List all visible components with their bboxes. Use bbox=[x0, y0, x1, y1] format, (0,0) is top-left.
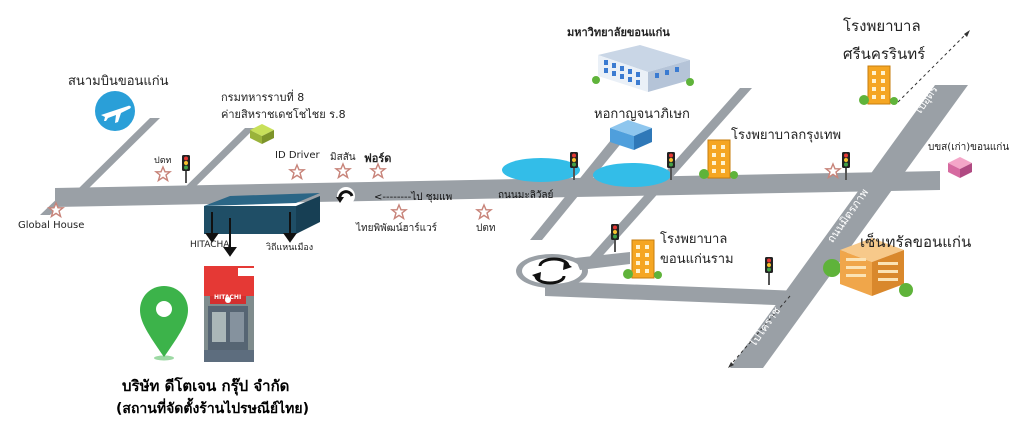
ford-label: ฟอร์ด bbox=[364, 152, 392, 165]
id-driver-label: ID Driver bbox=[275, 150, 320, 161]
map-pin-icon bbox=[140, 286, 188, 361]
star-icon bbox=[155, 166, 171, 182]
company-note: (สถานที่จัดตั้งร้านไปรษณีย์ไทย) bbox=[116, 401, 309, 417]
khonkaen-ram-label-line2: ขอนแก่นราม bbox=[660, 252, 734, 267]
star-icon bbox=[335, 163, 351, 179]
shop-sign-label: HITACHI bbox=[214, 294, 242, 301]
pond-left bbox=[502, 158, 580, 182]
pond-right bbox=[593, 163, 671, 187]
bus-terminal-icon bbox=[948, 157, 972, 178]
star-icon bbox=[289, 164, 305, 180]
bangkok-hospital-label: โรงพยาบาลกรุงเทพ bbox=[731, 128, 842, 143]
star-icon bbox=[391, 204, 407, 220]
srinagarind-label-line2: ศรีนครรินทร์ bbox=[843, 45, 926, 63]
mitsubishi-label: มิสสัน bbox=[330, 152, 356, 163]
ptt-label-2: ปตท bbox=[476, 223, 496, 234]
traffic-light-icon bbox=[765, 257, 773, 285]
shop-photo bbox=[204, 266, 254, 362]
central-mall-icon bbox=[823, 238, 913, 297]
university-label: มหาวิทยาลัยขอนแก่น bbox=[567, 26, 670, 39]
traffic-light-icon bbox=[611, 224, 619, 252]
bus-terminal-label: บขส(เก่า)ขอนแก่น bbox=[928, 142, 1010, 153]
university-building-icon bbox=[592, 45, 694, 92]
to-chum-phae-label: <--------ไป ชุมแพ bbox=[374, 192, 453, 203]
kanjanapisek-label: หอกาญจนาภิเษก bbox=[594, 107, 690, 122]
airplane-icon bbox=[95, 91, 135, 131]
company-building bbox=[204, 193, 320, 234]
military-label-line1: กรมทหารราบที่ 8 bbox=[221, 91, 305, 104]
srinagarind-hospital-icon bbox=[858, 65, 899, 106]
road-military bbox=[176, 128, 255, 196]
military-building-icon bbox=[250, 124, 274, 144]
vithi-laem-muang-label: วิถีแหนเมือง bbox=[266, 243, 314, 253]
malivan-road-label: ถนนมะลิวัลย์ bbox=[498, 190, 554, 201]
roundabout-icon bbox=[532, 257, 572, 285]
company-name: บริษัท ดีโตเจน กรุ๊ป จำกัด bbox=[122, 377, 290, 395]
ptt-label-1: ปตท bbox=[154, 156, 172, 166]
u-turn-icon bbox=[336, 187, 355, 205]
global-house-label: Global House bbox=[18, 220, 85, 231]
road-university bbox=[530, 135, 628, 240]
thai-pipat-label: ไทยพิพัฒน์ฮาร์แวร์ bbox=[356, 223, 438, 234]
hitachi-label: HITACHA bbox=[190, 240, 230, 250]
military-label-line2: ค่ายสิหราชเดชโชไชย ร.8 bbox=[221, 108, 346, 121]
kanjanapisek-building-icon bbox=[610, 120, 652, 150]
airport-label: สนามบินขอนแก่น bbox=[68, 74, 169, 89]
star-icon bbox=[476, 204, 492, 220]
traffic-light-icon bbox=[182, 155, 190, 183]
khonkaen-ram-label-line1: โรงพยาบาล bbox=[660, 232, 728, 247]
central-label: เซ็นทรัลขอนแก่น bbox=[860, 233, 972, 251]
bangkok-hospital-icon bbox=[698, 139, 739, 180]
down-arrows bbox=[205, 212, 297, 257]
srinagarind-label-line1: โรงพยาบาล bbox=[843, 17, 921, 35]
road-airport bbox=[79, 118, 160, 188]
road-roundabout-east bbox=[545, 281, 800, 306]
